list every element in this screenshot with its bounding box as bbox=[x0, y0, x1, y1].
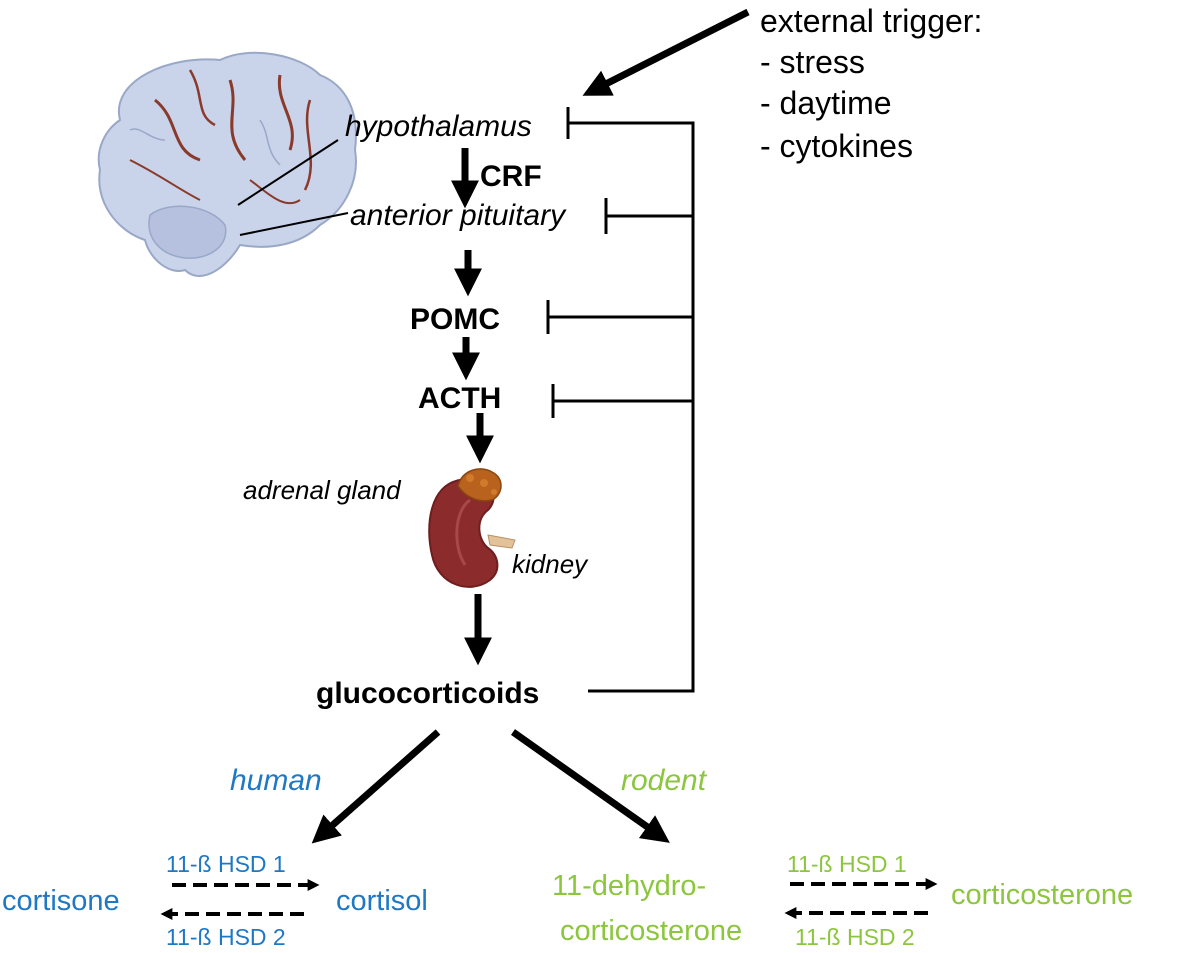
pituitary-pointer-line bbox=[239, 212, 349, 236]
human-enzyme-hsd1: 11-ß HSD 1 bbox=[166, 851, 286, 877]
adrenal-gland-illustration bbox=[457, 468, 502, 502]
brain-illustration bbox=[97, 51, 357, 277]
kidney-label: kidney bbox=[512, 549, 589, 579]
acth-label: ACTH bbox=[418, 382, 501, 415]
rodent-corticosterone: corticosterone bbox=[951, 879, 1133, 911]
kidney-illustration bbox=[428, 476, 516, 588]
crf-label: CRF bbox=[480, 160, 542, 193]
trigger-item-daytime: - daytime bbox=[760, 85, 892, 121]
anterior-pituitary-label: anterior pituitary bbox=[350, 199, 567, 232]
glucocorticoids-label: glucocorticoids bbox=[316, 677, 539, 710]
rodent-dehydrocorticosterone-line2: corticosterone bbox=[560, 915, 742, 947]
human-cortisone: cortisone bbox=[2, 885, 120, 917]
human-cortisol: cortisol bbox=[336, 885, 428, 917]
rodent-enzyme-hsd1: 11-ß HSD 1 bbox=[787, 851, 907, 877]
arrow-to-rodent bbox=[510, 729, 670, 843]
trigger-item-cytokines: - cytokines bbox=[760, 128, 913, 164]
human-label: human bbox=[230, 764, 322, 797]
rodent-label: rodent bbox=[621, 764, 708, 797]
human-enzyme-hsd2: 11-ß HSD 2 bbox=[166, 924, 286, 950]
arrow-to-human bbox=[311, 729, 441, 844]
trigger-item-stress: - stress bbox=[760, 44, 865, 80]
trigger-title: external trigger: bbox=[760, 3, 982, 39]
hypothalamus-pointer-line bbox=[237, 139, 339, 206]
pomc-label: POMC bbox=[410, 303, 500, 336]
rodent-enzyme-hsd2: 11-ß HSD 2 bbox=[795, 924, 915, 950]
hypothalamus-label: hypothalamus bbox=[345, 110, 532, 143]
rodent-dehydrocorticosterone-line1: 11-dehydro- bbox=[552, 870, 706, 902]
trigger-arrow bbox=[582, 8, 750, 96]
feedback-line bbox=[568, 121, 695, 693]
adrenal-gland-label: adrenal gland bbox=[243, 475, 402, 505]
